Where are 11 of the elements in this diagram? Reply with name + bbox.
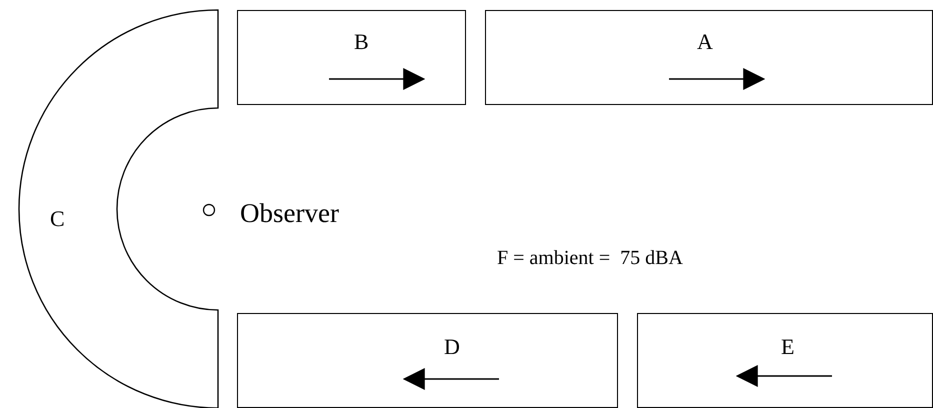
lane-label: D (444, 336, 460, 358)
lane-label: C (50, 208, 65, 230)
lane-label: E (781, 336, 794, 358)
observer-label: Observer (240, 200, 339, 227)
lane-label: B (354, 31, 369, 53)
ambient-note: F = ambient = 75 dBA (497, 248, 683, 268)
lane-box (485, 10, 933, 105)
lane-label: A (697, 31, 713, 53)
lane-box (237, 313, 618, 408)
lane-box (237, 10, 466, 105)
lane-box (637, 313, 933, 408)
